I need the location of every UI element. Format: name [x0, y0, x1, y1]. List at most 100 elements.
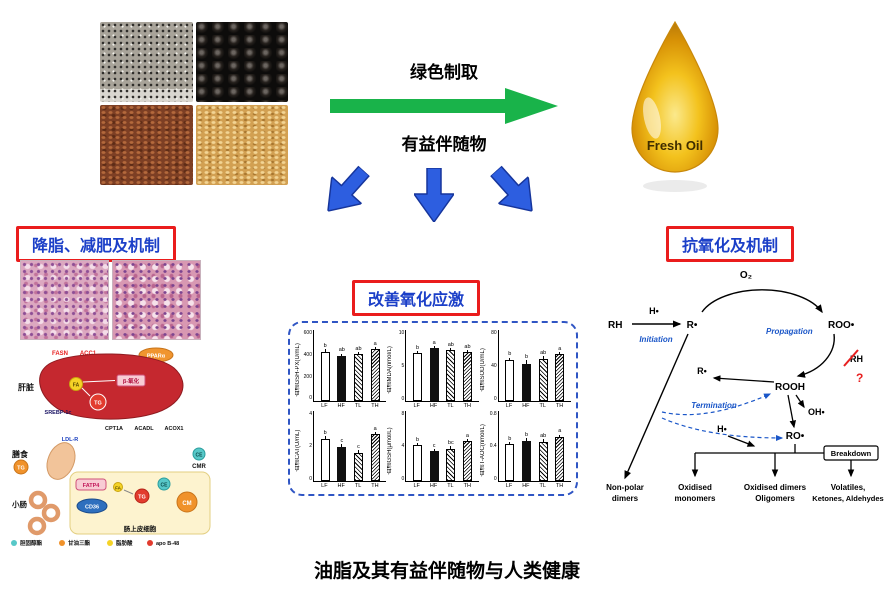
ppara-label: PPARα — [147, 354, 166, 360]
ro-label: RO• — [786, 431, 805, 442]
legend-dot-apob48 — [147, 540, 153, 546]
diet-gut-section: 膳食 TG 小肠 — [12, 442, 76, 536]
srebp-label: SREBP-1c — [45, 410, 72, 416]
acox1-label: ACOX1 — [165, 426, 184, 432]
propagation-label: Propagation — [766, 327, 813, 336]
ce-label-remnant: CE — [196, 453, 204, 459]
product-dimers-line1: Oxidised dimers — [744, 483, 807, 492]
fatp4-label: FATP4 — [83, 483, 101, 489]
liver-label: 肝脏 — [18, 382, 34, 392]
fatp4-box — [75, 478, 107, 491]
ldlr-label: LDL-R — [62, 437, 79, 443]
green-right-arrow-icon — [330, 88, 558, 124]
black-beans-image — [195, 22, 288, 102]
fa-label-liver: FA — [73, 383, 80, 389]
fresh-oil-droplet: Fresh Oil — [631, 20, 719, 192]
cpt1a-label: CPT1A — [105, 426, 123, 432]
seed-photo-grid — [100, 22, 288, 185]
ce-dot-remnant — [192, 447, 206, 461]
product-volatiles-line1: Volatiles, — [831, 483, 866, 492]
h-abstraction-label: H• — [649, 306, 659, 316]
fasn-label: FASN — [52, 351, 68, 357]
liver-shape — [39, 353, 184, 420]
cd36-oval — [76, 498, 108, 514]
diet-label: 膳食 — [12, 449, 29, 459]
page-title: 油脂及其有益伴随物与人类健康 — [313, 561, 580, 582]
liver-section: FASN ACC1 PPARα 肝脏 FA TG β-氧化 SREBP-1c C… — [18, 347, 184, 443]
rooh-to-oh-arrow — [795, 394, 805, 409]
intestine-coil-2 — [41, 503, 61, 523]
beta-oxidation-label: β-氧化 — [123, 377, 140, 385]
intestine-label: 小肠 — [12, 499, 27, 509]
epithelium-label: 肠上皮细胞 — [124, 524, 157, 533]
product-nonpolar-line1: Non-polar — [606, 483, 644, 492]
liver-histology-images — [20, 260, 201, 340]
fa-label-gut: FA — [115, 486, 122, 491]
blue-arrow-left-icon — [327, 165, 371, 212]
termination-dashed-arrow-1 — [661, 393, 772, 416]
oh-label: OH• — [808, 407, 825, 417]
initiation-label: Initiation — [639, 335, 672, 344]
o2-label: O₂ — [740, 270, 752, 281]
cd36-label: CD36 — [85, 505, 99, 511]
golden-flaxseed-image — [195, 105, 288, 185]
termination-dashed-arrow-2 — [661, 417, 784, 441]
acc1-label: ACC1 — [80, 351, 97, 357]
question-mark-label: ? — [856, 371, 863, 385]
histology-image-2 — [112, 260, 201, 340]
droplet-shadow — [643, 180, 707, 192]
termination-label: Termination — [691, 401, 737, 410]
ce-dot-gut — [157, 477, 171, 491]
beta-oxidation-box — [116, 374, 146, 387]
heading-antioxidation: 抗氧化及机制 — [666, 226, 795, 262]
heading-oxidative-stress: 改善氧化应激 — [352, 280, 481, 316]
h2-label: H• — [717, 424, 727, 434]
legend-label-ce: 胆固醇酯 — [19, 539, 43, 547]
histology-image-1 — [20, 260, 109, 340]
blue-arrow-right-icon — [489, 165, 533, 212]
heading-lipid-lowering: 降脂、减肥及机制 — [16, 226, 177, 262]
brown-flaxseed-image — [100, 105, 193, 185]
oil-drop-label: Fresh Oil — [647, 138, 703, 153]
lipid-metabolism-pathway: FASN ACC1 PPARα 肝脏 FA TG β-氧化 SREBP-1c C… — [11, 347, 211, 547]
r-radical-label: R• — [687, 320, 698, 331]
product-monomers-line2: monomers — [675, 494, 716, 503]
tg-label-gut: TG — [138, 495, 146, 501]
breakdown-label: Breakdown — [831, 449, 872, 458]
product-monomers-line1: Oxidised — [678, 483, 712, 492]
product-nonpolar-line2: dimers — [612, 494, 639, 503]
droplet-highlight — [643, 97, 661, 139]
epithelium-panel: FATP4 CD36 FA TG CE CM 肠上皮细胞 — [69, 471, 211, 535]
legend-label-fa: 脂肪酸 — [115, 539, 133, 547]
legend-label-apob48: apo B-48 — [156, 541, 179, 547]
product-volatiles-line2: Ketones, Aldehydes — [812, 494, 883, 503]
legend-dot-fa — [107, 540, 113, 546]
fa-to-tg-gut-arrow — [123, 489, 134, 495]
oxygen-cycle-arc — [701, 289, 823, 314]
legend-dot-tg — [59, 540, 65, 546]
r2-radical-label: R• — [697, 366, 707, 376]
rooh-to-r-arrow — [712, 375, 775, 383]
rh2-label: RH — [850, 354, 863, 364]
tg-label-diet: TG — [17, 466, 25, 472]
rh-label: RH — [608, 320, 622, 331]
roo-to-rooh-arc — [796, 333, 835, 378]
tg-dot-diet — [13, 459, 29, 475]
intestine-coil-1 — [28, 490, 48, 510]
chylomicron-remnant: CE CMR — [192, 447, 206, 470]
r-to-nonpolar-arrow — [624, 333, 689, 480]
rooh-label: ROOH — [775, 382, 805, 393]
cmr-label: CMR — [192, 464, 206, 470]
legend-dot-ce — [11, 540, 17, 546]
product-dimers-line2: Oligomers — [755, 494, 795, 503]
fa-to-tg-arrow — [81, 387, 91, 397]
fa-to-betaox-arrow — [82, 380, 116, 383]
blue-arrow-middle-icon — [414, 168, 454, 222]
